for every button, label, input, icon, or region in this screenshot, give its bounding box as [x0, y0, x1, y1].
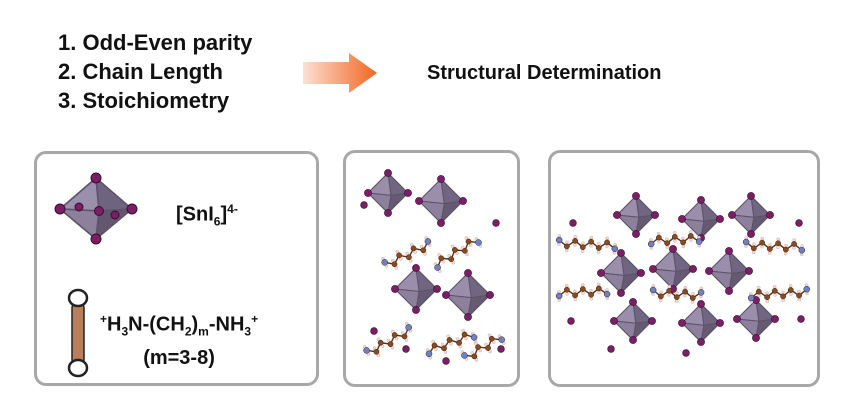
iodine-atom — [442, 357, 450, 365]
crystal-structure-panel-a — [343, 150, 520, 387]
iodine-atom — [682, 349, 690, 357]
octahedron — [649, 245, 697, 293]
octahedron — [610, 298, 656, 344]
legend-graphics — [54, 172, 138, 378]
organic-chain — [381, 236, 432, 270]
factor-item: 3. Stoichiometry — [58, 88, 230, 113]
diammonium-linker-icon — [67, 288, 89, 378]
tin-iodide-formula: [SnI6]4- — [176, 202, 238, 229]
organic-chain — [460, 333, 506, 362]
iodine-atom — [370, 327, 378, 335]
result-title: Structural Determination — [427, 62, 662, 84]
organic-chain — [555, 282, 611, 302]
iodine-atom — [497, 345, 505, 353]
factor-list: 1. Odd-Even parity 2. Chain Length 3. St… — [58, 28, 252, 115]
octahedron-icon — [54, 172, 138, 245]
linker-formula: +H3N-(CH2)m-NH3+ (m=3-8) — [100, 312, 259, 369]
octahedron — [364, 169, 412, 217]
linker-range: (m=3-8) — [143, 346, 215, 369]
organic-chain — [425, 328, 478, 360]
iodine-atom — [797, 315, 805, 323]
iodine-atom — [607, 345, 615, 353]
iodine-atom — [492, 219, 500, 227]
organic-chain — [742, 236, 806, 257]
organic-chain — [433, 236, 483, 273]
octahedron — [613, 192, 659, 238]
crystal-structure-panel-b — [548, 150, 820, 387]
iodine-atom — [569, 219, 577, 227]
organic-chain — [362, 322, 413, 358]
iodine-atom — [360, 201, 368, 209]
iodine-atom — [567, 317, 575, 325]
octahedron — [728, 192, 774, 238]
iodine-atom — [402, 345, 410, 353]
octahedron — [705, 247, 753, 295]
iodine-atom — [795, 219, 803, 227]
crystal-structure-a — [360, 169, 506, 365]
octahedron — [678, 300, 724, 346]
octahedron — [391, 264, 441, 314]
factor-item: 1. Odd-Even parity — [58, 30, 253, 55]
octahedron — [415, 175, 467, 227]
octahedron — [733, 296, 779, 342]
organic-chain — [555, 234, 619, 255]
right-arrow-icon — [303, 53, 377, 93]
crystal-structure-b — [555, 192, 811, 357]
factor-item: 2. Chain Length — [58, 59, 223, 84]
octahedron — [442, 269, 494, 321]
legend-panel: [SnI6]4- +H3N-(CH2)m-NH3+ (m=3-8) — [34, 151, 319, 386]
octahedron — [678, 196, 724, 242]
octahedron — [597, 249, 645, 297]
organic-chain — [747, 283, 811, 304]
organic-chain — [649, 284, 705, 304]
organic-chain — [647, 230, 703, 250]
